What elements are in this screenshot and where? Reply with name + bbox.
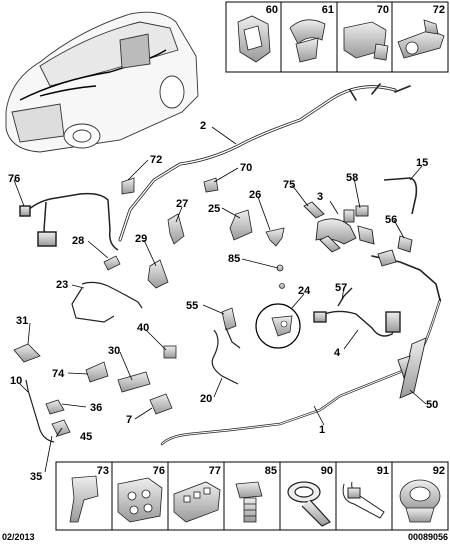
callout-76: 76 bbox=[8, 173, 20, 185]
part-61-clip-drawing bbox=[289, 19, 326, 63]
part-72-clip-drawing bbox=[397, 19, 445, 59]
main-harness bbox=[118, 83, 442, 446]
callout-2: 2 bbox=[200, 120, 206, 132]
harness-4 bbox=[313, 287, 401, 337]
small-clips bbox=[13, 177, 285, 437]
callout-36: 36 bbox=[90, 402, 102, 414]
callout-55: 55 bbox=[186, 300, 198, 312]
part-91-drawing bbox=[342, 481, 385, 519]
part-70-clip-drawing bbox=[343, 21, 389, 61]
bottom-cell-number: 92 bbox=[433, 465, 445, 477]
part-90-drawing bbox=[287, 481, 331, 527]
vehicle-thumbnail bbox=[5, 11, 199, 153]
bottom-cell-number: 85 bbox=[265, 465, 277, 477]
top-parts-strip: 60 61 70 72 bbox=[225, 1, 449, 73]
bottom-cell-number: 77 bbox=[209, 465, 221, 477]
part-92-drawing bbox=[399, 479, 441, 523]
callout-72: 72 bbox=[150, 154, 162, 166]
connector-cluster-3 bbox=[303, 201, 375, 253]
callout-27: 27 bbox=[176, 198, 188, 210]
part-15-clip bbox=[383, 177, 418, 215]
minor-harnesses bbox=[25, 281, 241, 443]
callout-75: 75 bbox=[283, 179, 295, 191]
callout-15: 15 bbox=[416, 157, 428, 169]
callout-labels: 1 2 3 4 7 10 15 20 23 24 25 26 27 28 29 … bbox=[8, 120, 438, 483]
top-cell-number: 61 bbox=[322, 4, 334, 16]
edition-date: 02/2013 bbox=[2, 532, 35, 542]
callout-57: 57 bbox=[335, 282, 347, 294]
callout-4: 4 bbox=[334, 347, 341, 359]
part-60-clip-drawing bbox=[237, 15, 271, 63]
bottom-parts-strip: 73 76 77 85 90 91 92 bbox=[55, 461, 449, 531]
callout-70: 70 bbox=[240, 162, 252, 174]
part-76-drawing bbox=[117, 477, 163, 523]
leader-lines bbox=[13, 126, 427, 473]
callout-3: 3 bbox=[317, 191, 323, 203]
callout-7: 7 bbox=[126, 414, 132, 426]
callout-35: 35 bbox=[30, 471, 42, 483]
harness-76 bbox=[19, 192, 119, 251]
callout-10: 10 bbox=[10, 375, 22, 387]
part-56-clip bbox=[377, 235, 413, 267]
callout-45: 45 bbox=[80, 431, 92, 443]
bottom-cell-number: 73 bbox=[97, 465, 109, 477]
callout-20: 20 bbox=[200, 393, 212, 405]
part-77-drawing bbox=[173, 481, 221, 523]
diagram-reference: 00089056 bbox=[407, 532, 448, 542]
top-cell-number: 60 bbox=[266, 4, 278, 16]
detail-callout-24 bbox=[255, 303, 301, 349]
callout-58: 58 bbox=[346, 172, 358, 184]
part-85-drawing bbox=[235, 481, 263, 523]
callout-50: 50 bbox=[426, 399, 438, 411]
callout-23: 23 bbox=[56, 279, 68, 291]
callout-56: 56 bbox=[385, 214, 397, 226]
bottom-cell-number: 90 bbox=[321, 465, 333, 477]
bottom-cell-number: 76 bbox=[153, 465, 165, 477]
callout-25: 25 bbox=[208, 203, 220, 215]
callout-31: 31 bbox=[16, 315, 28, 327]
top-cell-number: 72 bbox=[433, 4, 445, 16]
callout-24: 24 bbox=[298, 285, 311, 297]
part-50-bracket bbox=[397, 337, 427, 399]
callout-40: 40 bbox=[137, 322, 149, 334]
part-73-drawing bbox=[69, 475, 99, 523]
callout-29: 29 bbox=[135, 233, 147, 245]
callout-85: 85 bbox=[228, 253, 240, 265]
callout-28: 28 bbox=[72, 235, 84, 247]
callout-1: 1 bbox=[319, 424, 325, 436]
top-cell-number: 70 bbox=[377, 4, 389, 16]
callout-26: 26 bbox=[249, 189, 261, 201]
callout-74: 74 bbox=[52, 368, 65, 380]
bottom-cell-number: 91 bbox=[377, 465, 389, 477]
callout-30: 30 bbox=[108, 345, 120, 357]
